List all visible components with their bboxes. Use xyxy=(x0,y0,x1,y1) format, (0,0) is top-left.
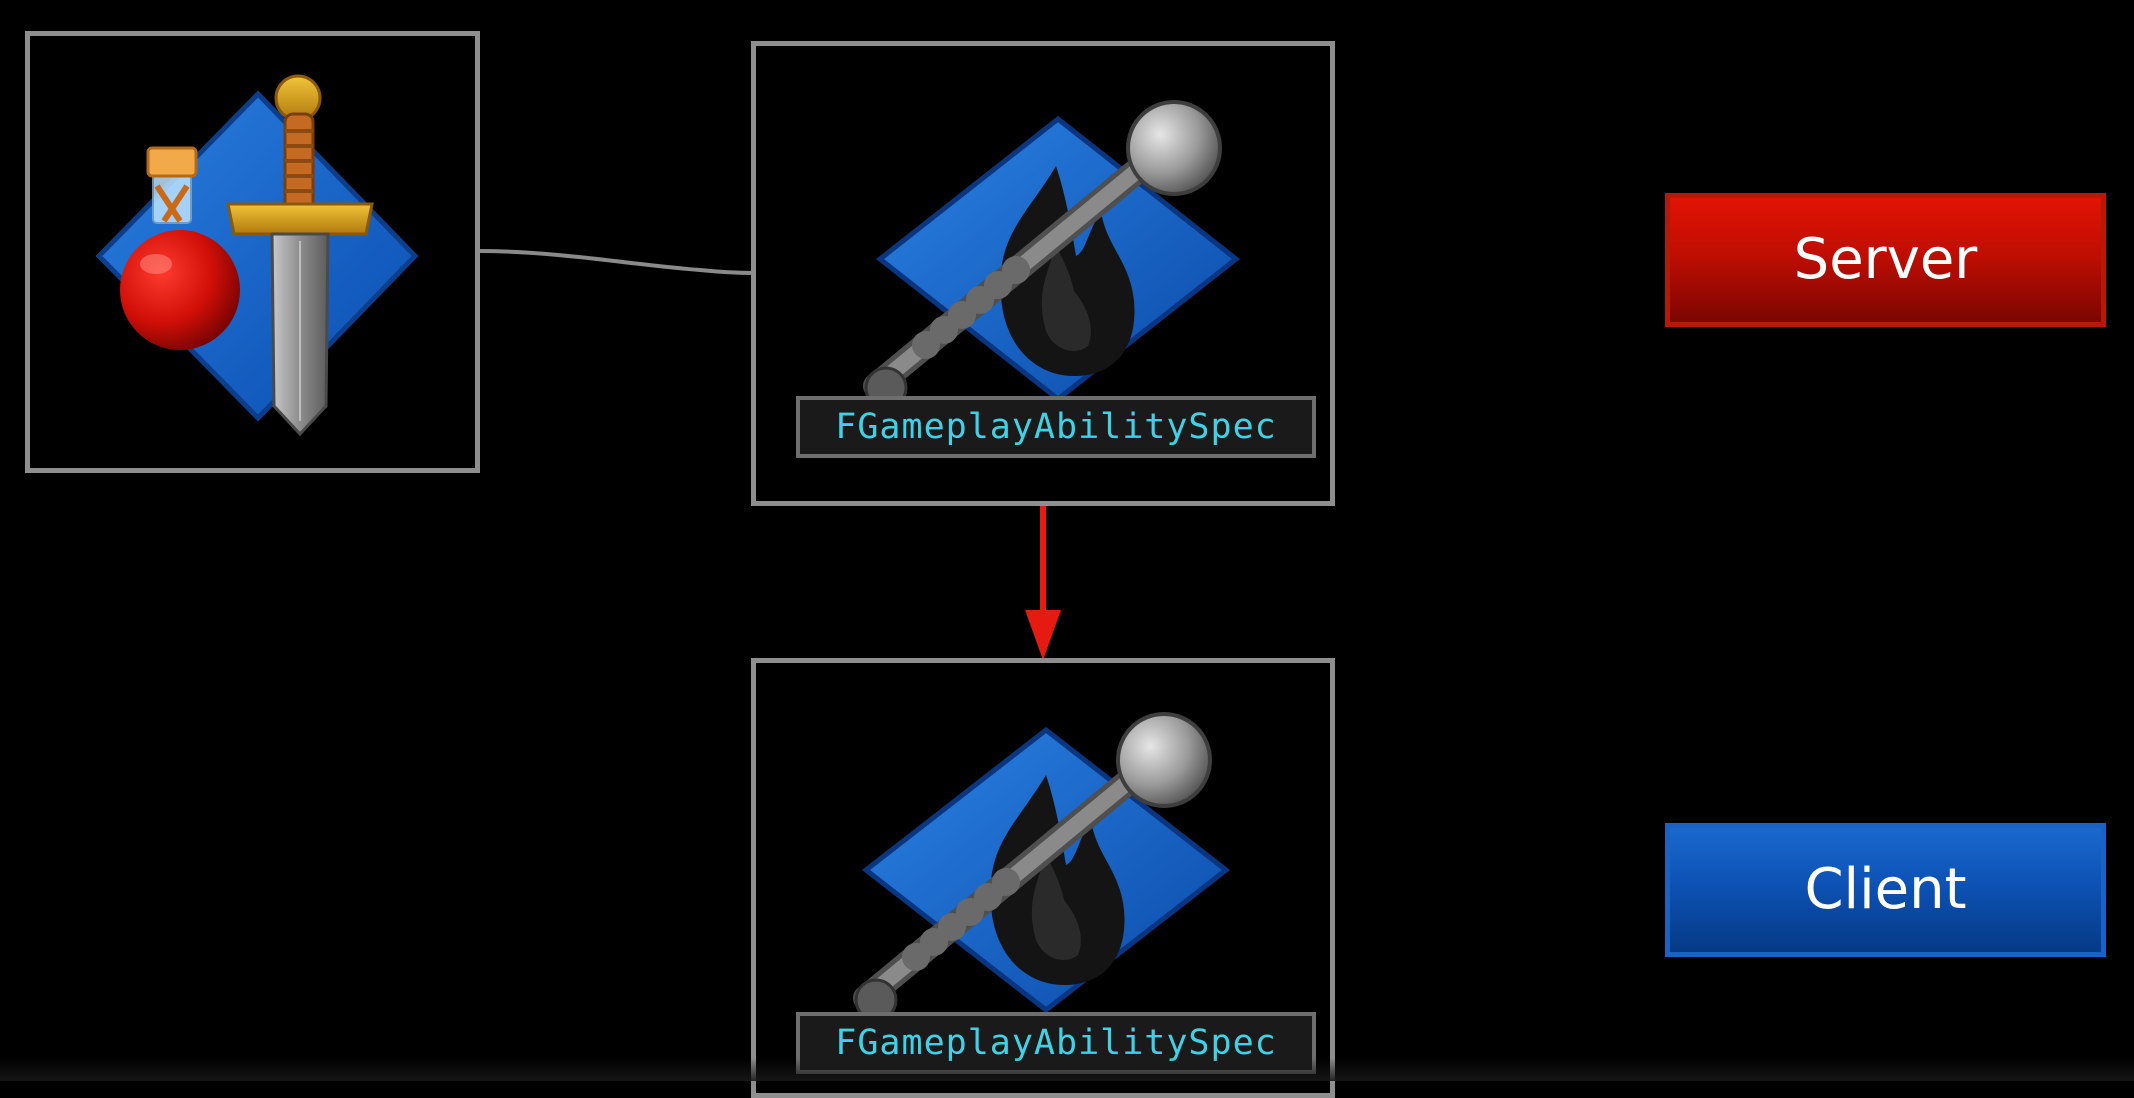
staff-icon xyxy=(863,100,1222,410)
link-line xyxy=(477,249,756,275)
client-badge: Client xyxy=(1665,823,2106,957)
spec-label-top: FGameplayAbilitySpec xyxy=(796,396,1316,458)
server-badge: Server xyxy=(1665,193,2106,327)
item-panel xyxy=(25,31,480,473)
bottom-fade xyxy=(0,1058,2134,1081)
spec-panel-bottom: FGameplayAbilitySpec xyxy=(751,658,1335,1098)
item-art xyxy=(95,74,419,437)
sword-icon xyxy=(226,74,374,437)
flame-icon xyxy=(1000,166,1135,376)
staff-icon xyxy=(853,712,1212,1022)
spec-panel-top: FGameplayAbilitySpec xyxy=(751,41,1335,506)
replication-arrow-head xyxy=(1025,610,1061,660)
potion-icon xyxy=(120,146,240,350)
ability-art-top xyxy=(863,100,1241,410)
ability-art-bottom xyxy=(853,712,1231,1022)
